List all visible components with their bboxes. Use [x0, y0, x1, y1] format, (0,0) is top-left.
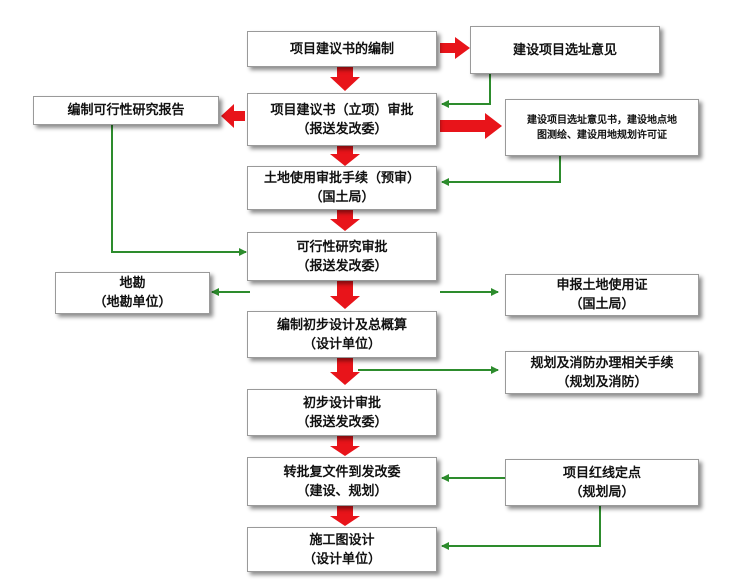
step-label: 编制初步设计及总概算 （设计单位） [276, 317, 407, 352]
step-geological-survey: 地勘 （地勘单位） [55, 272, 210, 314]
step-label: 可行性研究审批 （报送发改委） [296, 239, 388, 274]
step-land-use-preapproval: 土地使用审批手续（预审） （国土局） [247, 166, 437, 210]
arrow-b4-to-b7 [111, 125, 247, 256]
step-forward-approval-docs: 转批复文件到发改委 （建设、规划） [247, 457, 437, 506]
step-site-selection-opinion: 建设项目选址意见 [470, 26, 660, 74]
step-project-proposal-drafting: 项目建议书的编制 [247, 31, 437, 67]
step-label: 初步设计审批 （报送发改委） [296, 395, 388, 430]
red-arrow-right-b1-b2 [440, 37, 470, 59]
step-label: 申报土地使用证 （国土局） [556, 278, 648, 312]
red-arrow-down-1 [330, 67, 360, 91]
step-planning-fire-procedures: 规划及消防办理相关手续 （规划及消防） [505, 351, 699, 394]
red-arrow-down-7 [330, 506, 360, 526]
step-label: 转批复文件到发改委 （建设、规划） [283, 464, 401, 499]
step-label: 建设项目选址意见书，建设地点地 图测绘、建设用地规划许可证 [527, 114, 677, 141]
step-red-line-staking: 项目红线定点 （规划局） [505, 459, 699, 506]
step-label: 施工图设计 （设计单位） [302, 532, 381, 567]
step-label: 建设项目选址意见 [512, 42, 617, 58]
step-preliminary-design-budget: 编制初步设计及总概算 （设计单位） [247, 311, 437, 358]
step-label: 项目红线定点 （规划局） [562, 465, 641, 500]
step-site-permit-survey: 建设项目选址意见书，建设地点地 图测绘、建设用地规划许可证 [505, 99, 699, 156]
red-arrow-down-4 [330, 281, 360, 309]
red-arrow-down-6 [330, 436, 360, 456]
step-label: 编制可行性研究报告 [67, 103, 185, 118]
step-label: 土地使用审批手续（预审） （国土局） [263, 171, 420, 205]
red-arrow-down-2 [330, 146, 360, 166]
step-label: 项目建议书（立项）审批 （报送发改委） [270, 102, 414, 137]
step-proposal-approval: 项目建议书（立项）审批 （报送发改委） [247, 93, 437, 146]
arrow-b14-to-b15 [441, 506, 601, 550]
arrow-b5-to-b6 [441, 156, 561, 186]
step-feasibility-report-drafting: 编制可行性研究报告 [33, 96, 219, 125]
red-arrow-left-b3-b4 [221, 104, 245, 128]
step-feasibility-approval: 可行性研究审批 （报送发改委） [247, 232, 437, 281]
step-label: 地勘 （地勘单位） [93, 276, 172, 310]
red-arrow-down-3 [330, 210, 360, 231]
step-construction-drawing-design: 施工图设计 （设计单位） [247, 527, 437, 572]
step-preliminary-design-approval: 初步设计审批 （报送发改委） [247, 389, 437, 436]
step-land-use-certificate: 申报土地使用证 （国土局） [505, 274, 699, 316]
red-arrow-down-5 [330, 358, 360, 385]
step-label: 规划及消防办理相关手续 （规划及消防） [530, 355, 674, 390]
red-arrow-right-b3-b5 [440, 113, 502, 139]
arrow-b2-to-b3 [441, 74, 491, 108]
step-label: 项目建议书的编制 [289, 41, 394, 57]
